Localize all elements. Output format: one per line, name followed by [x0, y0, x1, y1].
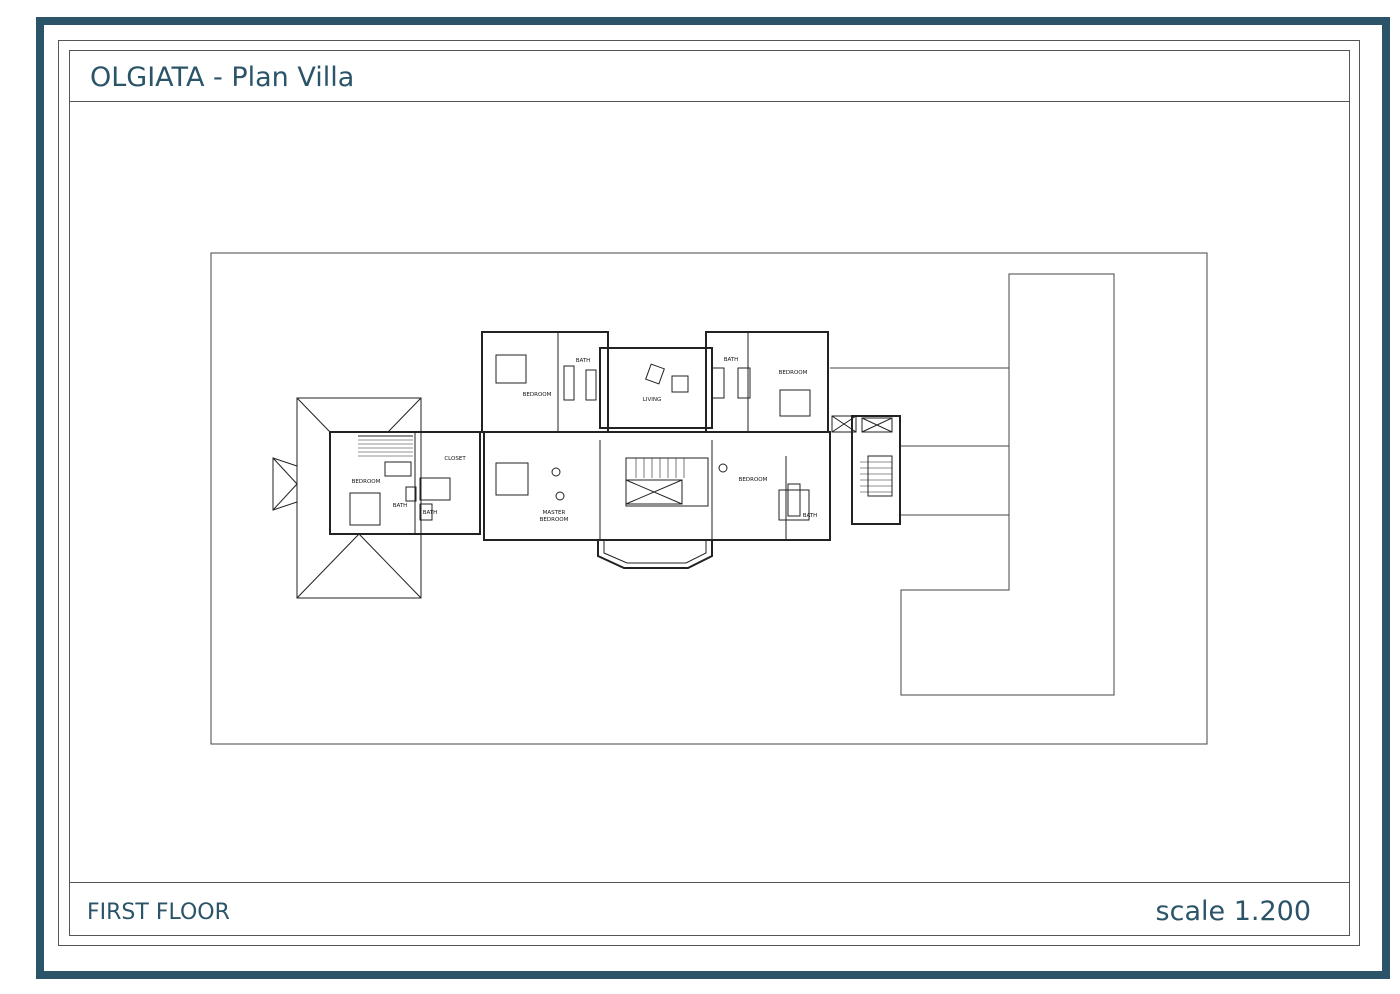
header-divider [69, 101, 1350, 102]
room-label: BEDROOM [352, 479, 381, 485]
annex-outline [900, 273, 1115, 696]
footer-divider [69, 882, 1350, 883]
room-label: BEDROOM [779, 370, 808, 376]
drawing-sheet [69, 50, 1350, 936]
floor-label: FIRST FLOOR [87, 900, 230, 925]
room-label: BATH [393, 503, 408, 509]
room-label: BATH [423, 510, 438, 516]
room-label: BATH [803, 513, 818, 519]
east-stair-tower [831, 415, 901, 525]
page-title: OLGIATA - Plan Villa [90, 62, 355, 93]
room-label: BEDROOM [523, 392, 552, 398]
main-house [481, 331, 831, 569]
west-roof [272, 397, 422, 599]
room-label: LIVING [643, 397, 661, 403]
inner-frame [58, 40, 1360, 946]
outer-frame [36, 17, 1390, 979]
room-label: BEDROOM [739, 477, 768, 483]
scale-label: scale 1.200 [1155, 896, 1311, 927]
room-label: BATH [724, 357, 739, 363]
west-wing [329, 431, 481, 535]
room-label: CLOSET [444, 456, 466, 462]
room-label: BATH [576, 358, 591, 364]
room-label: MASTER [543, 510, 566, 516]
room-label: BEDROOM [540, 517, 569, 523]
site-boundary [210, 252, 1208, 745]
